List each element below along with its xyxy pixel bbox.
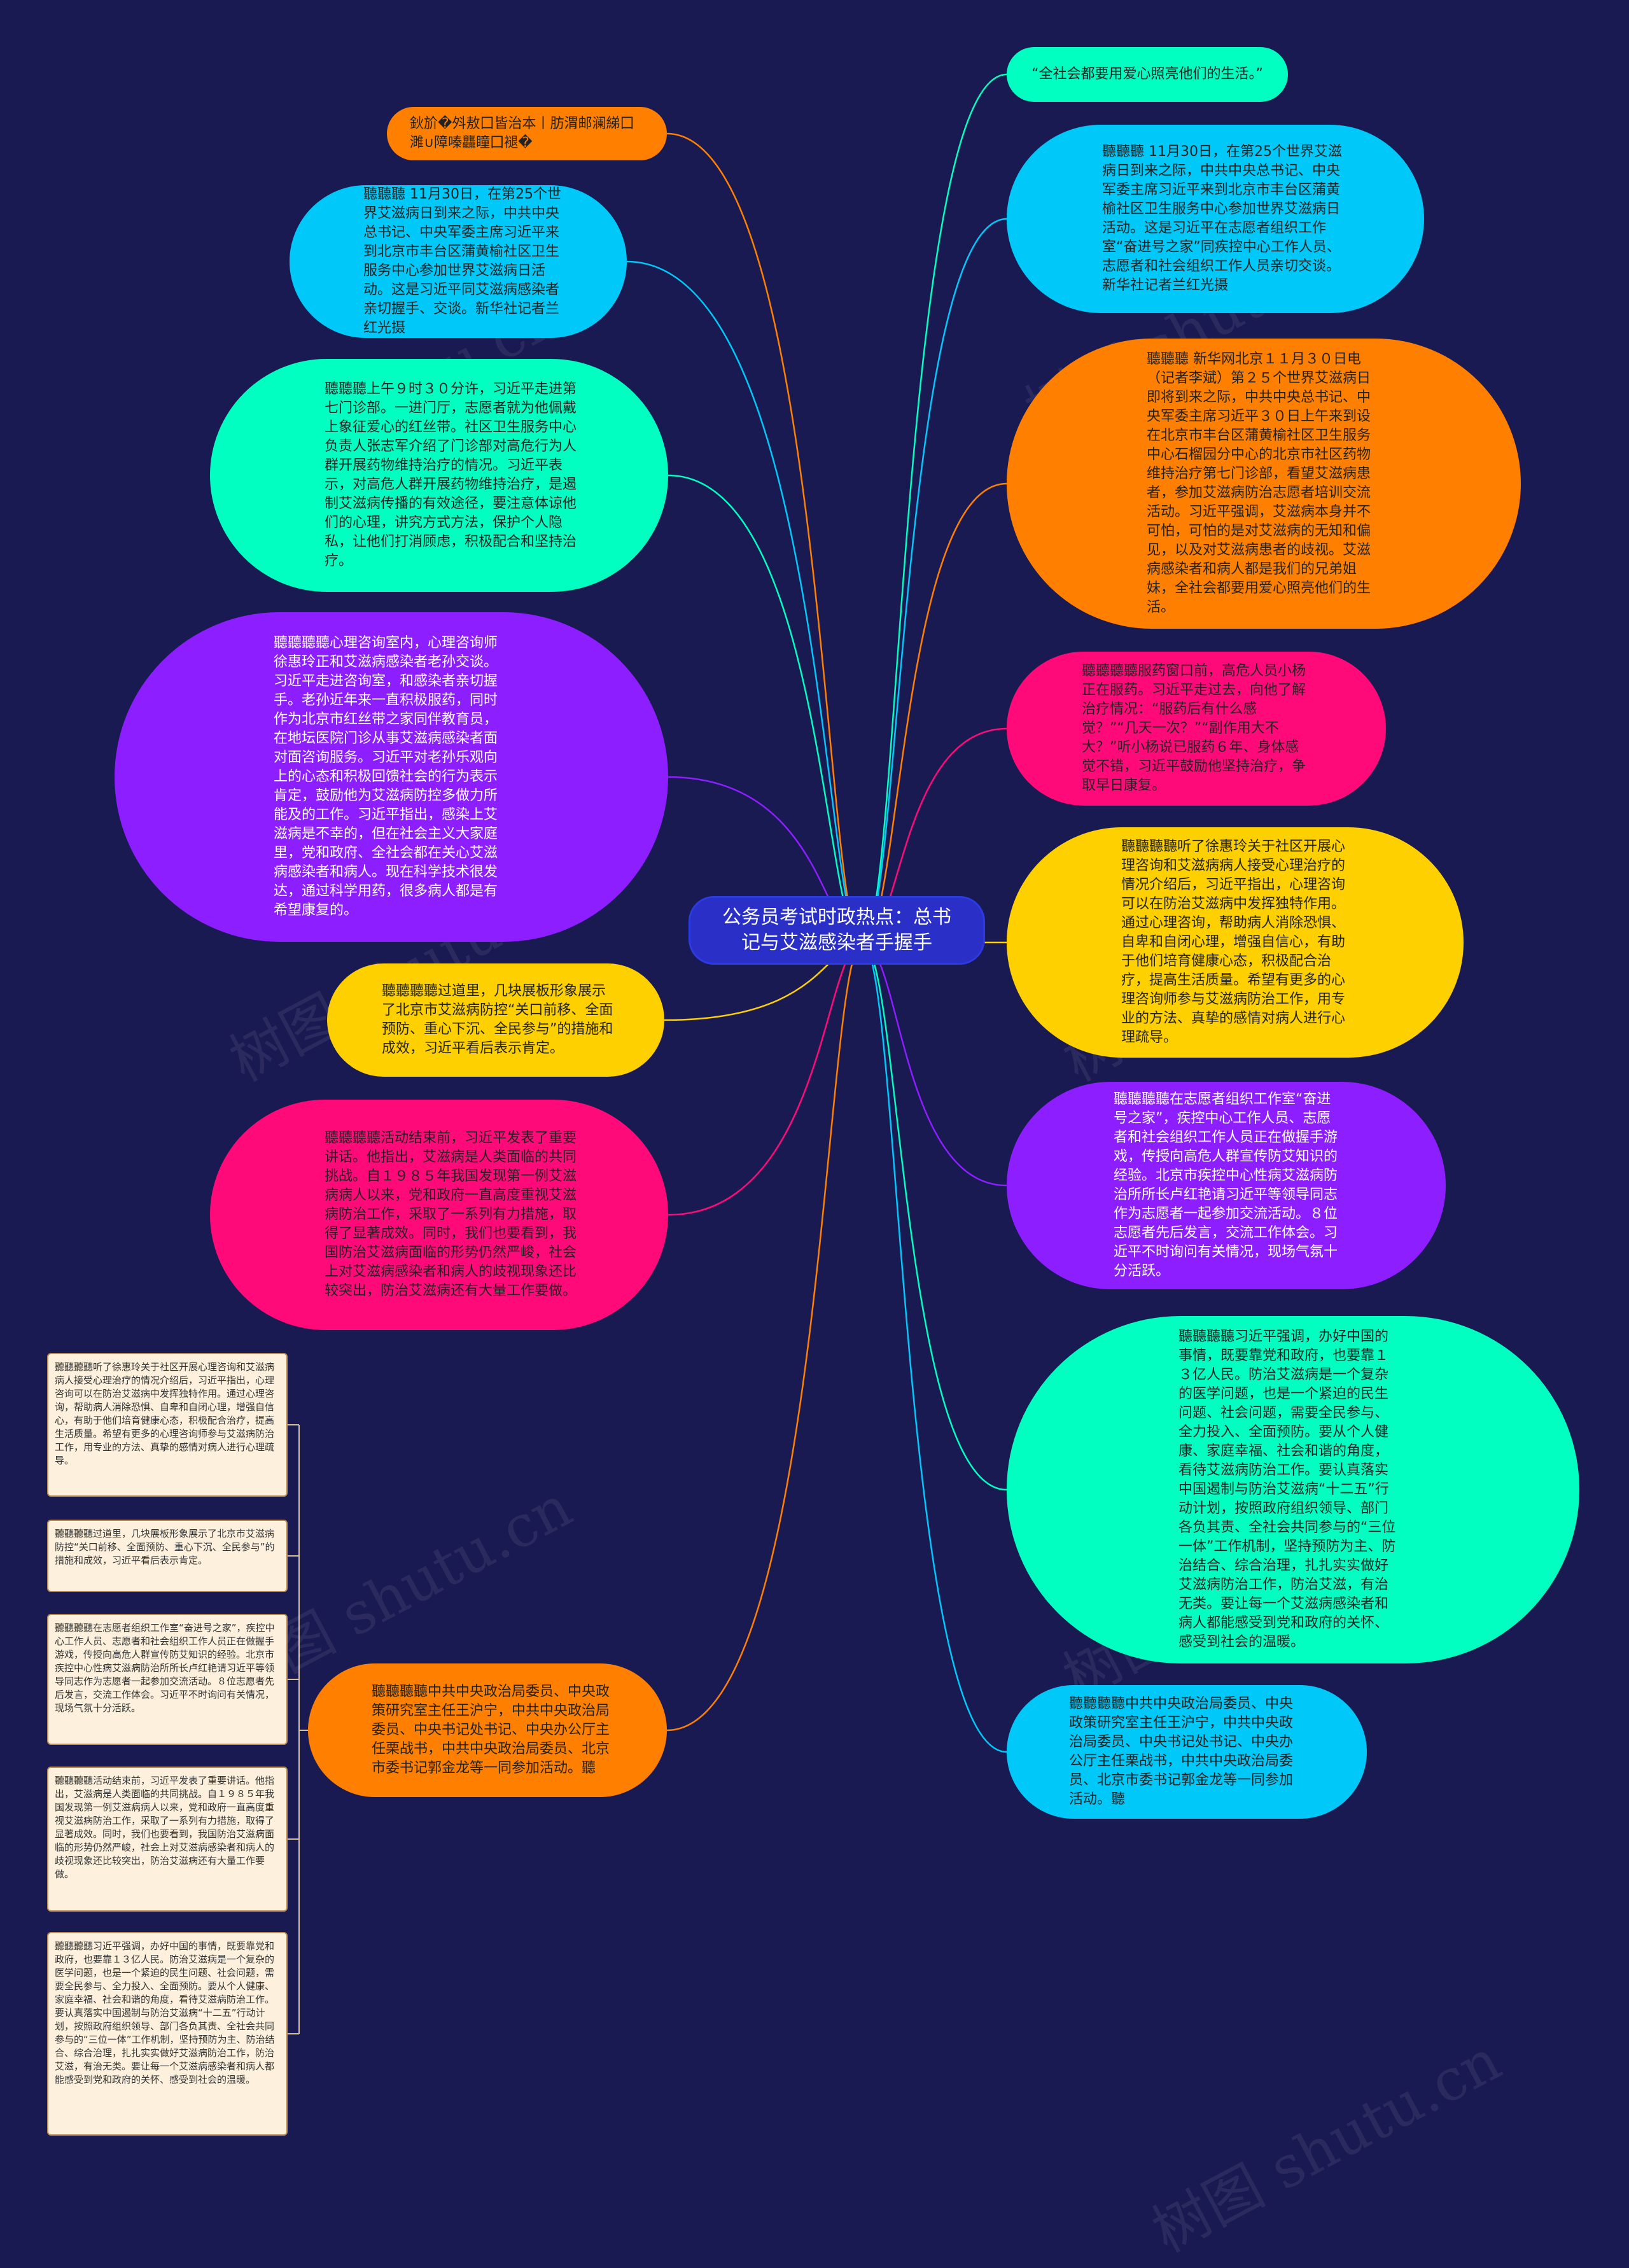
note-bracket-line xyxy=(298,1425,308,2034)
topic-label: 鈥斺�斘敖囗皆治本丨肪渭邮澜綈囗濉∪障嗪龘瞳囗褪� xyxy=(410,116,634,151)
connector-line xyxy=(862,942,1007,1491)
note-text: 聽聽聽聽活动结束前，习近平发表了重要讲话。他指出，艾滋病是人类面临的共同挑战。自… xyxy=(55,1775,275,1880)
topic-node-r4[interactable]: 聽聽聽聽听了徐惠玲关于社区开展心理咨询和艾滋病病人接受心理治疗的情况介绍后，习近… xyxy=(1007,827,1464,1058)
note-card[interactable]: 聽聽聽聽习近平强调，办好中国的事情，既要靠党和政府，也要靠１３亿人民。防治艾滋病… xyxy=(47,1932,288,2136)
topic-label: 聽聽聽聽服药窗口前，高危人员小杨正在服药。习近平走过去，向他了解治疗情况：“服药… xyxy=(1082,663,1306,794)
topic-label: 聽聽聽 新华网北京１１月３０日电（记者李斌）第２５个世界艾滋病日即将到来之际，中… xyxy=(1147,351,1371,615)
topic-label: 聽聽聽聽中共中央政治局委员、中央政策研究室主任王沪宁，中共中央政治局委员、中央书… xyxy=(1069,1696,1294,1807)
connector-line xyxy=(666,942,863,1732)
topic-label: 聽聽聽聽习近平强调，办好中国的事情，既要靠党和政府，也要靠１３亿人民。防治艾滋病… xyxy=(1178,1329,1396,1650)
connector-line xyxy=(862,942,1007,1753)
topic-node-l0[interactable]: 鈥斺�斘敖囗皆治本丨肪渭邮澜綈囗濉∪障嗪龘瞳囗褪� xyxy=(387,107,667,160)
connector-line xyxy=(666,132,863,944)
topic-node-r7[interactable]: 聽聽聽聽中共中央政治局委员、中央政策研究室主任王沪宁，中共中央政治局委员、中央书… xyxy=(1007,1685,1367,1819)
topic-node-r3[interactable]: 聽聽聽聽服药窗口前，高危人员小杨正在服药。习近平走过去，向他了解治疗情况：“服药… xyxy=(1007,652,1386,806)
topic-node-l4[interactable]: 聽聽聽聽过道里，几块展板形象展示了北京市艾滋病防控“关口前移、全面预防、重心下沉… xyxy=(327,963,664,1077)
connector-line xyxy=(668,474,863,944)
connector-line xyxy=(862,482,1007,944)
topic-label: “全社会都要用爱心照亮他们的生活。” xyxy=(1031,66,1263,82)
topic-label: 聽聽聽聽过道里，几块展板形象展示了北京市艾滋病防控“关口前移、全面预防、重心下沉… xyxy=(382,983,613,1056)
topic-label: 聽聽聽聽心理咨询室内，心理咨询师徐惠玲正和艾滋病感染者老孙交谈。习近平走进咨询室… xyxy=(274,635,498,918)
topic-label: 聽聽聽聽听了徐惠玲关于社区开展心理咨询和艾滋病病人接受心理治疗的情况介绍后，习近… xyxy=(1121,839,1346,1046)
topic-node-r1[interactable]: 聽聽聽 11月30日，在第25个世界艾滋病日到来之际，中共中央总书记、中央军委主… xyxy=(1007,125,1424,313)
topic-label: 聽聽聽 11月30日，在第25个世界艾滋病日到来之际，中共中央总书记、中央军委主… xyxy=(363,186,561,336)
note-text: 聽聽聽聽在志愿者组织工作室“奋进号之家”，疾控中心工作人员、志愿者和社会组织工作… xyxy=(55,1622,275,1714)
topic-node-l2[interactable]: 聽聽聽上午９时３０分许，习近平走进第七门诊部。一进门厅，志愿者就为他佩戴上象征爱… xyxy=(210,359,668,592)
note-text: 聽聽聽聽过道里，几块展板形象展示了北京市艾滋病防控“关口前移、全面预防、重心下沉… xyxy=(55,1528,275,1566)
note-card[interactable]: 聽聽聽聽听了徐惠玲关于社区开展心理咨询和艾滋病病人接受心理治疗的情况介绍后，习近… xyxy=(47,1353,288,1497)
topic-label: 聽聽聽聽在志愿者组织工作室“奋进号之家”，疾控中心工作人员、志愿者和社会组织工作… xyxy=(1114,1091,1338,1279)
topic-node-r0[interactable]: “全社会都要用爱心照亮他们的生活。” xyxy=(1007,47,1288,102)
topic-node-l3[interactable]: 聽聽聽聽心理咨询室内，心理咨询师徐惠玲正和艾滋病感染者老孙交谈。习近平走进咨询室… xyxy=(115,612,668,942)
note-card[interactable]: 聽聽聽聽活动结束前，习近平发表了重要讲话。他指出，艾滋病是人类面临的共同挑战。自… xyxy=(47,1767,288,1912)
topic-label: 聽聽聽聽中共中央政治局委员、中央政策研究室主任王沪宁，中共中央政治局委员、中央书… xyxy=(372,1684,610,1776)
topic-node-l5[interactable]: 聽聽聽聽活动结束前，习近平发表了重要讲话。他指出，艾滋病是人类面临的共同挑战。自… xyxy=(210,1100,668,1330)
topic-node-r2[interactable]: 聽聽聽 新华网北京１１月３０日电（记者李斌）第２５个世界艾滋病日即将到来之际，中… xyxy=(1007,339,1521,629)
connector-line xyxy=(626,260,863,944)
topic-node-r6[interactable]: 聽聽聽聽习近平强调，办好中国的事情，既要靠党和政府，也要靠１３亿人民。防治艾滋病… xyxy=(1007,1316,1579,1663)
mind-map-canvas: 树图 shutu.cn 树图 shutu.cn 树图 shutu.cn 树图 s… xyxy=(47,47,1579,2265)
topic-node-l1[interactable]: 聽聽聽 11月30日，在第25个世界艾滋病日到来之际，中共中央总书记、中央军委主… xyxy=(290,185,627,338)
note-text: 聽聽聽聽习近平强调，办好中国的事情，既要靠党和政府，也要靠１３亿人民。防治艾滋病… xyxy=(55,1940,275,2085)
note-card[interactable]: 聽聽聽聽过道里，几块展板形象展示了北京市艾滋病防控“关口前移、全面预防、重心下沉… xyxy=(47,1520,288,1592)
note-card[interactable]: 聽聽聽聽在志愿者组织工作室“奋进号之家”，疾控中心工作人员、志愿者和社会组织工作… xyxy=(47,1614,288,1745)
topic-node-l6[interactable]: 聽聽聽聽中共中央政治局委员、中央政策研究室主任王沪宁，中共中央政治局委员、中央书… xyxy=(308,1663,667,1797)
root-topic-node[interactable]: 公务员考试时政热点：总书记与艾滋感染者手握手 xyxy=(689,896,985,965)
topic-node-r5[interactable]: 聽聽聽聽在志愿者组织工作室“奋进号之家”，疾控中心工作人员、志愿者和社会组织工作… xyxy=(1007,1082,1446,1289)
connector-line xyxy=(668,942,863,1216)
root-topic-label: 公务员考试时政热点：总书记与艾滋感染者手握手 xyxy=(722,906,951,954)
note-text: 聽聽聽聽听了徐惠玲关于社区开展心理咨询和艾滋病病人接受心理治疗的情况介绍后，习近… xyxy=(55,1361,275,1466)
topic-label: 聽聽聽上午９时３０分许，习近平走进第七门诊部。一进门厅，志愿者就为他佩戴上象征爱… xyxy=(325,381,577,569)
topic-label: 聽聽聽 11月30日，在第25个世界艾滋病日到来之际，中共中央总书记、中央军委主… xyxy=(1102,144,1342,293)
connector-line xyxy=(862,73,1007,944)
topic-label: 聽聽聽聽活动结束前，习近平发表了重要讲话。他指出，艾滋病是人类面临的共同挑战。自… xyxy=(325,1130,577,1299)
connector-line xyxy=(862,942,1007,1187)
